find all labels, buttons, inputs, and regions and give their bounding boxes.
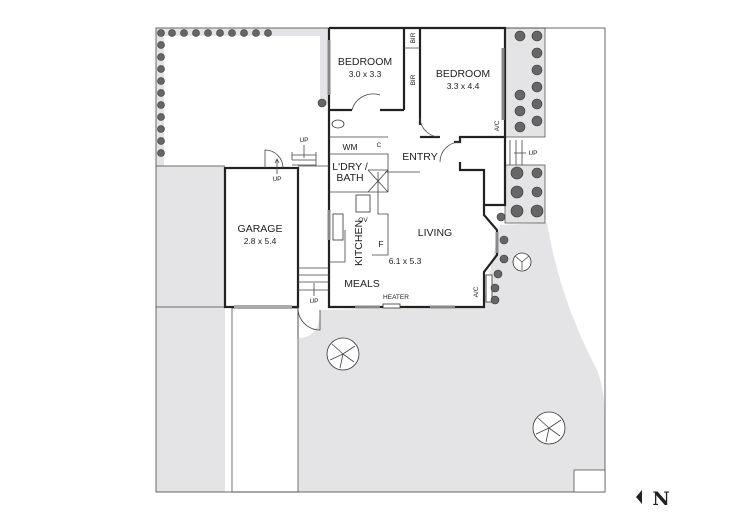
garage: [223, 149, 300, 309]
house-walls: [327, 26, 507, 309]
hedge-bushes: [157, 29, 544, 305]
up-label-side: UP: [299, 137, 308, 144]
trees: [326, 252, 566, 445]
living-label: LIVING: [418, 227, 452, 239]
bath-label: BATH: [336, 172, 363, 184]
north-compass: N: [636, 488, 670, 510]
lawn-area: [298, 223, 605, 492]
ac-label-living: A/C: [473, 286, 480, 297]
bir-label-1: BIR: [410, 32, 417, 43]
bedroom1-size: 3.0 x 3.3: [349, 69, 382, 79]
garage-size: 2.8 x 5.4: [244, 236, 277, 246]
shed: [573, 469, 606, 493]
ac-label-bedroom: A/C: [494, 120, 501, 131]
fridge-label: F: [378, 239, 383, 249]
c-label: C: [377, 142, 382, 149]
north-label: N: [652, 488, 669, 510]
driveway: [231, 307, 299, 493]
oven-label: OV: [358, 217, 368, 224]
laundry-label: L'DRY /: [332, 161, 368, 173]
meals-label: MEALS: [344, 278, 380, 290]
north-arrow-icon: [636, 490, 642, 504]
wm-label: WM: [342, 142, 357, 152]
up-label-entry: UP: [528, 150, 537, 157]
kitchen-label: KITCHEN: [353, 220, 365, 266]
steps: [291, 140, 523, 338]
entry-label: ENTRY: [402, 151, 437, 163]
heater-label: HEATER: [383, 294, 409, 301]
hedge-strip-top: [156, 28, 328, 166]
bir-label-2: BIR: [410, 74, 417, 85]
living-size: 6.1 x 5.3: [389, 256, 422, 266]
bedroom2-size: 3.3 x 4.4: [447, 81, 480, 91]
bedroom2-label: BEDROOM: [436, 68, 490, 80]
up-label-garage: UP: [272, 176, 281, 183]
up-label-meals: UP: [309, 298, 318, 305]
side-lawn: [156, 166, 225, 492]
bedroom1-label: BEDROOM: [338, 56, 392, 68]
garage-label: GARAGE: [238, 223, 283, 235]
